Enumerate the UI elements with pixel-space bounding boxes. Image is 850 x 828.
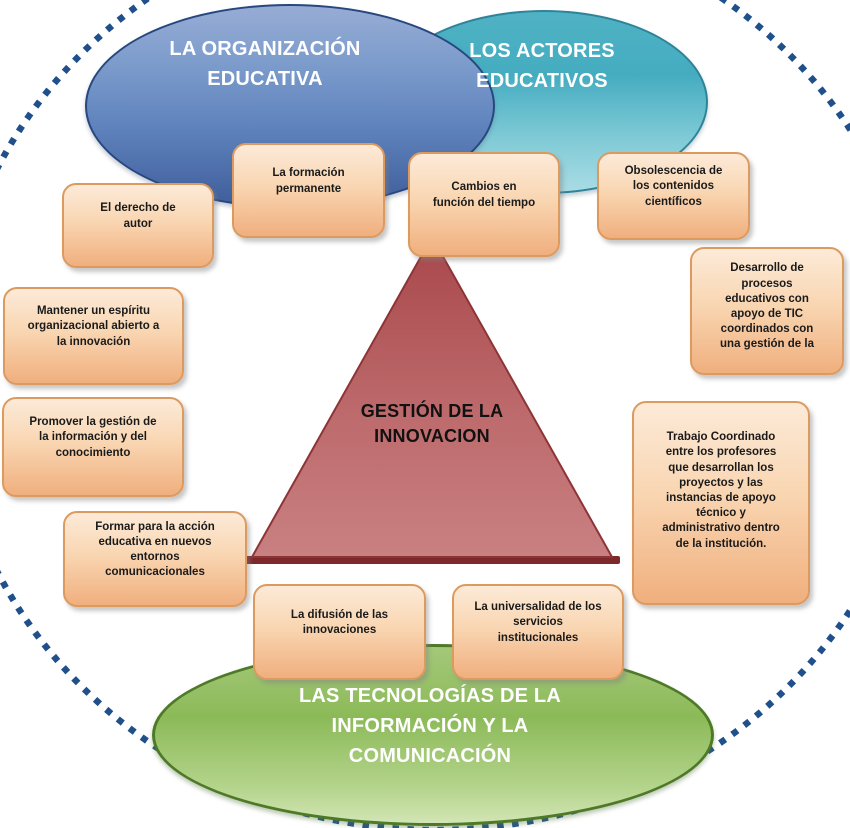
node-espiritu-organizacional: Mantener un espíritu organizacional abie… — [3, 287, 184, 385]
triangle-shape — [251, 236, 613, 558]
title-actores-educativos: LOS ACTORES EDUCATIVOS — [469, 40, 615, 92]
node-cambios-funcion-tiempo: Cambios en función del tiempo — [408, 152, 560, 257]
title-gestion-innovacion: GESTIÓN DE LA INNOVACION — [360, 401, 504, 447]
title-organizacion-educativa: LA ORGANIZACIÓN EDUCATIVA — [169, 38, 361, 90]
node-difusion-innovaciones: La difusión de las innovaciones — [253, 584, 426, 680]
title-tecnologias-informacion: LAS TECNOLOGÍAS DE LA INFORMACIÓN Y LA C… — [299, 685, 561, 767]
node-derecho-de-autor: El derecho de autor — [62, 183, 214, 268]
node-formacion-permanente: La formación permanente — [232, 143, 385, 238]
node-universalidad-servicios: La universalidad de los servicios instit… — [452, 584, 624, 680]
node-trabajo-coordinado: Trabajo Coordinado entre los profesores … — [632, 401, 810, 605]
node-obsolescencia-contenidos: Obsolescencia de los contenidos científi… — [597, 152, 750, 240]
node-formar-accion-educativa: Formar para la acción educativa en nuevo… — [63, 511, 247, 607]
node-desarrollo-procesos-tic: Desarrollo de procesos educativos con ap… — [690, 247, 844, 375]
node-promover-gestion-informacion: Promover la gestión de la información y … — [2, 397, 184, 497]
